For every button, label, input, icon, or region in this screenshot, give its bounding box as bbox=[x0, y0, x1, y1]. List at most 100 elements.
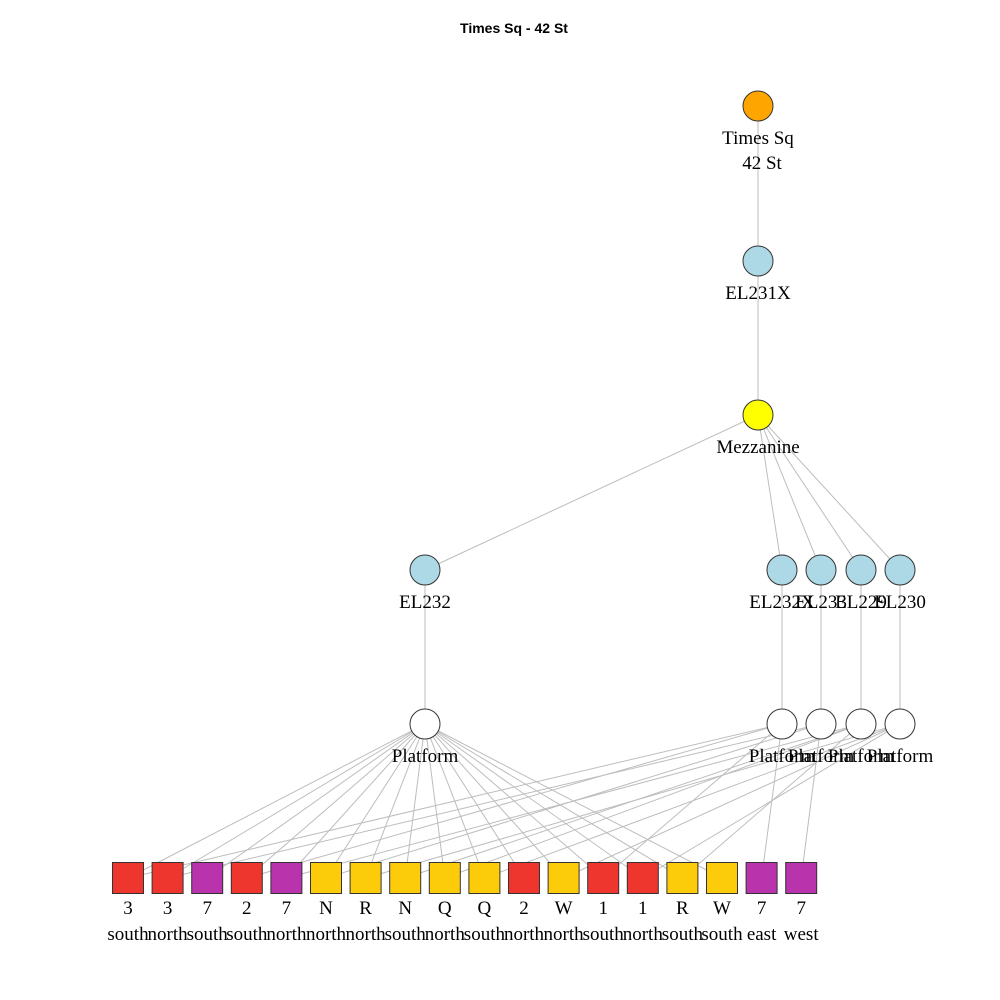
label-p3-0: Platform bbox=[828, 746, 895, 767]
edge-p0-r4 bbox=[286, 723, 426, 879]
route-node-r7 bbox=[389, 862, 422, 894]
label-el231x-0: EL231X bbox=[725, 283, 791, 304]
edge-p2-r1 bbox=[167, 723, 822, 879]
label-r1-1: north bbox=[148, 924, 189, 945]
label-r2-1: south bbox=[187, 924, 229, 945]
label-r8-0: Q bbox=[438, 898, 452, 919]
node-station bbox=[742, 90, 774, 122]
route-node-r8 bbox=[428, 862, 461, 894]
route-node-r11 bbox=[547, 862, 580, 894]
edge-mezz-el232x bbox=[757, 414, 783, 571]
label-r11-1: north bbox=[544, 924, 585, 945]
route-node-r17 bbox=[785, 862, 818, 894]
label-r9-1: south bbox=[464, 924, 506, 945]
node-el229 bbox=[845, 554, 877, 586]
route-node-r16 bbox=[745, 862, 778, 894]
node-mezz bbox=[742, 399, 774, 431]
edge-p0-r5 bbox=[325, 723, 426, 879]
label-el229-0: EL229 bbox=[835, 592, 887, 613]
edge-p0-r10 bbox=[424, 723, 525, 879]
node-p0 bbox=[409, 708, 441, 740]
route-node-r12 bbox=[587, 862, 620, 894]
edge-p0-r1 bbox=[167, 723, 426, 879]
edge-p0-r8 bbox=[424, 723, 446, 879]
edges-layer bbox=[127, 106, 901, 879]
label-el233-0: EL233 bbox=[795, 592, 847, 613]
label-el232-0: EL232 bbox=[399, 592, 451, 613]
edge-p0-r14 bbox=[424, 723, 683, 879]
label-r9-0: Q bbox=[478, 898, 492, 919]
edge-p3-r8 bbox=[444, 723, 862, 879]
edge-p0-r6 bbox=[365, 723, 426, 879]
label-el230-0: EL230 bbox=[874, 592, 926, 613]
edge-p4-r11 bbox=[563, 723, 901, 879]
edge-p1-r0 bbox=[127, 723, 783, 879]
edge-p4-r9 bbox=[484, 723, 901, 879]
label-p2-0: Platform bbox=[788, 746, 855, 767]
label-r0-1: south bbox=[107, 924, 149, 945]
label-r4-0: 7 bbox=[282, 898, 292, 919]
label-el232x-0: EL232X bbox=[749, 592, 815, 613]
route-node-r0 bbox=[112, 862, 144, 894]
edge-p4-r13 bbox=[642, 723, 901, 879]
label-r5-0: N bbox=[319, 898, 333, 919]
diagram-title: Times Sq - 42 St bbox=[460, 20, 568, 36]
nodes-layer bbox=[112, 90, 916, 894]
node-el230 bbox=[884, 554, 916, 586]
node-p4 bbox=[884, 708, 916, 740]
label-r6-0: R bbox=[359, 898, 372, 919]
label-r10-0: 2 bbox=[519, 898, 529, 919]
label-r16-1: east bbox=[747, 924, 777, 945]
label-r10-1: north bbox=[504, 924, 545, 945]
edge-mezz-el229 bbox=[757, 414, 862, 571]
label-r5-1: north bbox=[306, 924, 347, 945]
label-r12-1: south bbox=[583, 924, 625, 945]
label-p0-0: Platform bbox=[392, 746, 459, 767]
route-node-r15 bbox=[706, 862, 738, 894]
route-node-r2 bbox=[191, 862, 224, 894]
edge-p0-r13 bbox=[424, 723, 644, 879]
label-r6-1: north bbox=[346, 924, 387, 945]
label-r8-1: north bbox=[425, 924, 466, 945]
edge-p0-r0 bbox=[127, 723, 426, 879]
label-r12-0: 1 bbox=[598, 898, 608, 919]
node-el233 bbox=[805, 554, 837, 586]
label-r13-1: north bbox=[623, 924, 664, 945]
label-r11-0: W bbox=[555, 898, 573, 919]
label-r4-1: north bbox=[266, 924, 307, 945]
label-r13-0: 1 bbox=[638, 898, 648, 919]
label-r14-0: R bbox=[676, 898, 689, 919]
node-el232x bbox=[766, 554, 798, 586]
edge-p3-r4 bbox=[286, 723, 862, 879]
label-r3-1: south bbox=[226, 924, 268, 945]
label-r17-1: west bbox=[784, 924, 820, 945]
route-node-r3 bbox=[230, 862, 263, 894]
node-p1 bbox=[766, 708, 798, 740]
node-el232 bbox=[409, 554, 441, 586]
route-node-r1 bbox=[151, 862, 184, 894]
route-node-r6 bbox=[349, 862, 382, 894]
label-station-1: 42 St bbox=[742, 153, 782, 174]
edge-mezz-el233 bbox=[757, 414, 822, 571]
route-node-r10 bbox=[508, 862, 540, 894]
node-el231x bbox=[742, 245, 774, 277]
label-p1-0: Platform bbox=[749, 746, 816, 767]
node-p3 bbox=[845, 708, 877, 740]
route-node-r13 bbox=[626, 862, 659, 894]
label-r16-0: 7 bbox=[757, 898, 767, 919]
edge-mezz-el232 bbox=[424, 414, 759, 571]
label-r15-1: south bbox=[701, 924, 743, 945]
label-r14-1: south bbox=[662, 924, 704, 945]
route-node-r5 bbox=[310, 862, 342, 894]
edge-mezz-el230 bbox=[757, 414, 901, 571]
edge-p2-r17 bbox=[800, 723, 822, 879]
label-r7-1: south bbox=[385, 924, 427, 945]
route-node-r4 bbox=[270, 862, 303, 894]
route-node-r14 bbox=[666, 862, 699, 894]
edge-p4-r6 bbox=[365, 723, 901, 879]
label-p4-0: Platform bbox=[867, 746, 934, 767]
route-node-r9 bbox=[468, 862, 501, 894]
label-r2-0: 7 bbox=[202, 898, 212, 919]
